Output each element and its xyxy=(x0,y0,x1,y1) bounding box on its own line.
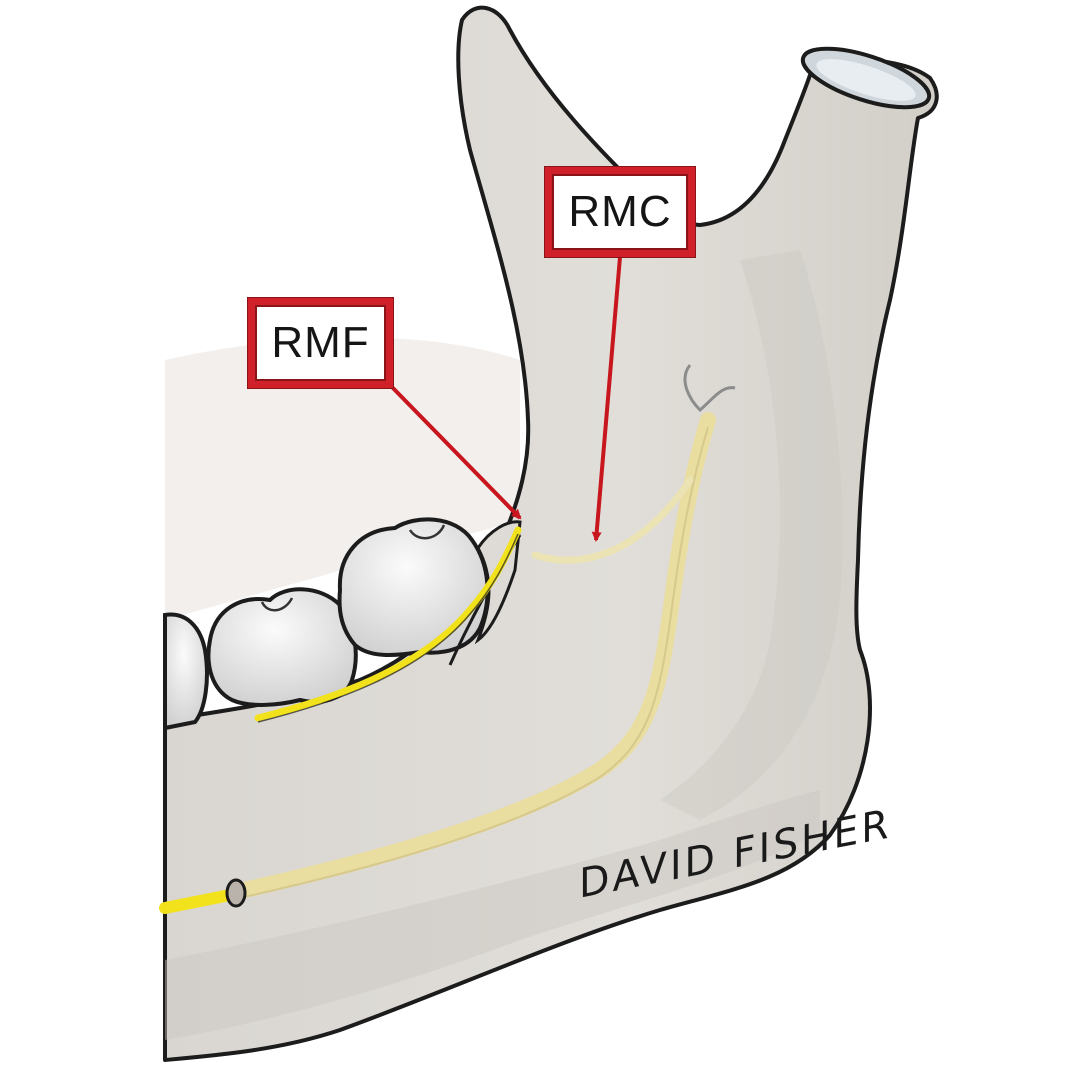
retromolar-canal xyxy=(531,476,694,564)
molar-groove-2 xyxy=(408,524,446,540)
tooth-second-molar xyxy=(337,517,490,658)
rmf-label: RMF xyxy=(248,298,393,388)
mandibular-canal xyxy=(227,412,716,900)
molar-groove xyxy=(260,597,294,612)
buccal-nerve-outline xyxy=(257,533,519,723)
buccal-nerve xyxy=(254,526,522,722)
mandibular-canal-edge xyxy=(234,426,709,900)
rmc-label: RMC xyxy=(545,167,695,257)
oral-shadow xyxy=(165,337,520,620)
ramus-shading xyxy=(660,250,843,820)
tooth-first-molar xyxy=(206,587,358,707)
nerve-entry xyxy=(683,364,736,413)
mental-foramen xyxy=(225,878,247,908)
body-shading xyxy=(165,790,820,1040)
mandible-bone xyxy=(163,5,939,1062)
rmc-label-text: RMC xyxy=(568,187,672,236)
rmc-arrow xyxy=(591,256,622,542)
rmf-label-text: RMF xyxy=(271,318,370,367)
condyle-highlight xyxy=(816,59,916,101)
tooth-partial xyxy=(163,612,209,731)
rmf-arrow xyxy=(388,383,522,520)
